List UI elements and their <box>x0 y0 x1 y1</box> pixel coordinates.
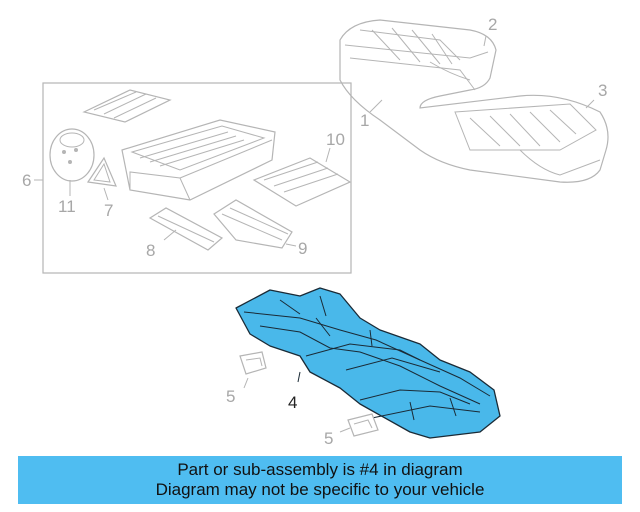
info-banner: Part or sub-assembly is #4 in diagram Di… <box>18 456 622 504</box>
callout-9: 9 <box>298 239 307 258</box>
callout-6: 6 <box>22 171 31 190</box>
callout-10: 10 <box>326 130 345 149</box>
frame-components-box <box>34 35 595 274</box>
callout-5-right: 5 <box>324 429 333 448</box>
callout-5-left: 5 <box>226 387 235 406</box>
seat-cushion-assembly <box>339 19 609 183</box>
callout-2: 2 <box>488 15 497 34</box>
banner-line-2: Diagram may not be specific to your vehi… <box>155 480 485 499</box>
callout-11: 11 <box>58 197 76 216</box>
callout-7: 7 <box>104 201 113 220</box>
callout-1: 1 <box>360 111 369 130</box>
callout-8: 8 <box>146 241 155 260</box>
callout-3: 3 <box>598 81 607 100</box>
seat-frame-part-4 <box>235 287 501 439</box>
banner-line-1: Part or sub-assembly is #4 in diagram <box>177 460 463 479</box>
callout-4: 4 <box>288 393 297 412</box>
